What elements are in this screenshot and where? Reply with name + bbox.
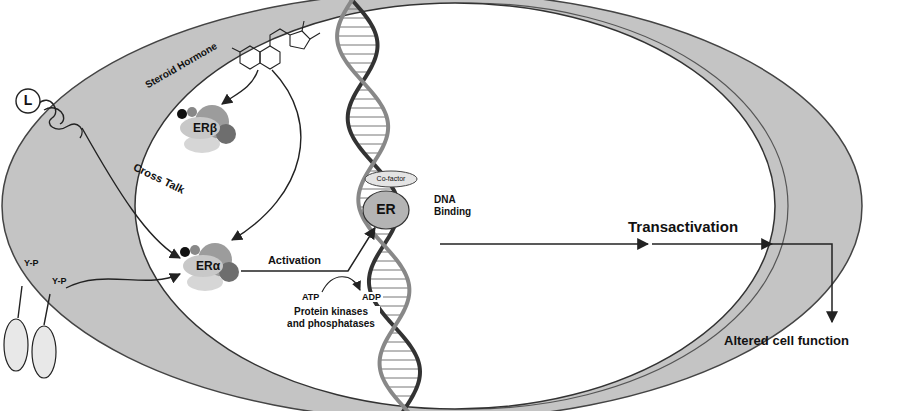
receptor-stalks [18,286,50,325]
dna-helix [337,0,420,411]
node-label: ER [376,202,395,217]
dna-rung [349,126,389,127]
membrane-receptor [38,100,82,138]
dna-rung [348,117,387,118]
phospho-label: Y-P [24,258,39,268]
dna-rung [353,99,378,100]
activation-arrow [241,228,375,271]
receptor-complex: ERβ [172,100,238,154]
cross-talk-arrow [82,128,180,258]
dna-rung [338,45,377,46]
dna-rung [369,279,408,280]
dna-rung [347,63,373,64]
bound-receptor: ER [362,190,410,230]
tyrosine-kinase-receptor [4,319,56,378]
phospho-label: Y-P [52,276,67,286]
transactivation-arrow [440,244,832,322]
dna-rung [371,270,404,271]
steroid-molecule [232,21,320,69]
node-label: ERβ [193,122,217,135]
dna-rung [337,36,376,37]
node-label: Co-factor [377,175,406,183]
dna-rung [360,189,393,190]
dna-rung [380,369,420,370]
dna-rung [383,378,420,379]
dna-rung [357,144,384,145]
node-label: L [24,93,33,108]
step-label: Transactivation [626,218,740,235]
molecule-label: ATP [300,292,321,302]
dna-rung [370,288,410,289]
outcome-label: Altered cell function [724,334,849,349]
dna-rung [388,387,417,388]
ligand-circle: L [15,88,41,114]
dna-rung [338,27,372,28]
dna-rung [380,360,418,361]
molecule-label: ADP [360,292,383,302]
dna-rung [374,261,397,262]
cell-membrane [2,0,862,411]
dna-rung [382,351,414,352]
nucleus [135,3,775,409]
node-label: ERα [196,260,220,273]
dna-rung [385,342,407,343]
step-label: DNA Binding [432,194,484,217]
dna-rung [342,54,377,55]
dna-rung [377,306,406,307]
enzyme-label: Protein kinases and phosphatases [282,306,380,329]
phospho-arrow [66,274,180,288]
dna-rung [349,108,383,109]
dna-strand [337,0,414,411]
cofactor-oval: Co-factor [364,170,418,188]
dna-rung [352,135,387,136]
hormone-arrow [222,70,258,104]
atp-adp-arrow [322,277,360,292]
hormone-arrow [232,70,301,240]
edge-label: Activation [268,254,321,267]
dna-rung [342,18,368,19]
receptor-complex: ERα [175,238,241,292]
